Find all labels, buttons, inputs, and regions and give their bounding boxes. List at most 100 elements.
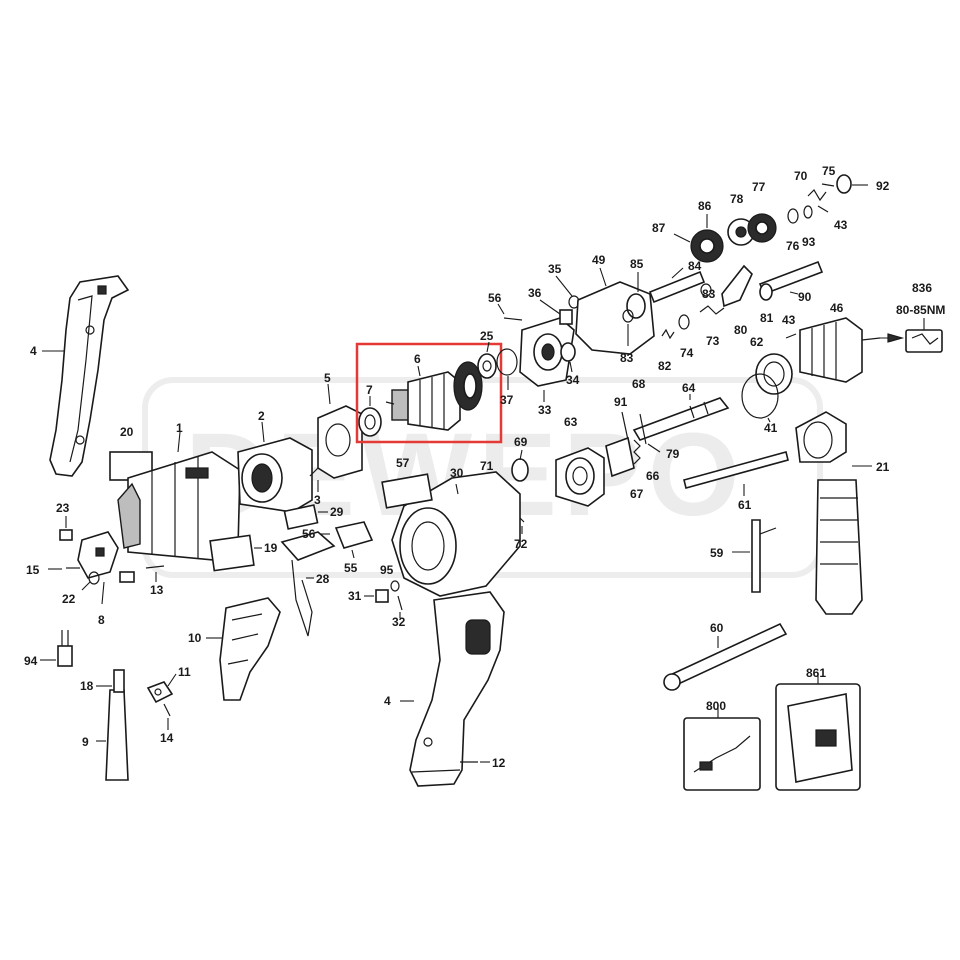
carry-case-part-861: [775, 674, 861, 791]
washer-part-34: [560, 342, 576, 373]
washer-part-25: [477, 341, 497, 379]
gear-part-86: [673, 214, 724, 263]
spring-part-95: [390, 580, 400, 592]
label-81: 81: [760, 311, 774, 325]
label-55: 55: [344, 561, 358, 575]
label-800: 800: [706, 699, 726, 713]
brush-holder-part-23: [59, 516, 73, 541]
label-92: 92: [876, 179, 890, 193]
switch-part-28: [280, 531, 336, 637]
label-35: 35: [548, 262, 562, 276]
label-part-55: [351, 549, 355, 559]
label-66: 66: [646, 469, 660, 483]
washer-part-69: [511, 449, 529, 482]
oring-part-37: [496, 348, 518, 390]
holder-part-67: [605, 436, 635, 478]
clutch-part-836: [905, 318, 943, 353]
screw-part-15: [48, 567, 80, 570]
label-36: 36: [528, 286, 542, 300]
washer-part-83b: [622, 309, 634, 346]
label-29: 29: [330, 505, 344, 519]
label-part-19: [209, 534, 262, 572]
pin-part-79: [647, 443, 661, 453]
label-28: 28: [316, 572, 330, 586]
label-7: 7: [366, 383, 373, 397]
spacer-part-56b: [318, 521, 374, 549]
label-30: 30: [450, 466, 464, 480]
label-94: 94: [24, 654, 38, 668]
torque-spec: 80-85NM: [896, 303, 945, 317]
clamp-part-11: [146, 673, 177, 704]
pin-part-43-mid: [785, 333, 797, 339]
label-11: 11: [178, 665, 191, 679]
spindle-part-64: [632, 394, 730, 441]
gear-part-77: [747, 213, 777, 243]
ring-part-62: [755, 353, 793, 395]
bushing-part-31: [364, 589, 389, 603]
label-71: 71: [480, 459, 494, 473]
gear-part-78: [727, 218, 755, 246]
label-73: 73: [706, 334, 720, 348]
label-23: 23: [56, 501, 70, 515]
label-67: 67: [630, 487, 644, 501]
label-83a: 83: [702, 287, 716, 301]
label-80: 80: [734, 323, 748, 337]
gear-case-part-30: [391, 471, 521, 597]
label-79: 79: [666, 447, 680, 461]
spring-part-66: [633, 439, 641, 465]
label-85: 85: [630, 257, 644, 271]
label-4-bottom: 4: [384, 694, 391, 708]
label-56: 56: [488, 291, 502, 305]
label-46: 46: [830, 301, 844, 315]
clip-part-93: [803, 205, 813, 219]
label-78: 78: [730, 192, 744, 206]
highlight-box: [355, 342, 503, 444]
label-87: 87: [652, 221, 666, 235]
label-91: 91: [614, 395, 628, 409]
label-2: 2: [258, 409, 265, 423]
rod-part-68: [639, 413, 647, 445]
label-18: 18: [80, 679, 94, 693]
label-3: 3: [314, 493, 321, 507]
side-handle-part-21: [795, 411, 872, 615]
field-coil: [237, 421, 313, 513]
label-68: 68: [632, 377, 646, 391]
label-83b: 83: [620, 351, 634, 365]
label-861: 861: [806, 666, 826, 680]
label-62: 62: [750, 335, 764, 349]
label-70: 70: [794, 169, 808, 183]
label-69: 69: [514, 435, 528, 449]
label-93: 93: [802, 235, 816, 249]
label-86: 86: [698, 199, 712, 213]
spring-part-22: [81, 571, 100, 591]
label-59: 59: [710, 546, 724, 560]
screw-part-13: [145, 565, 165, 582]
label-76: 76: [786, 239, 800, 253]
label-1: 1: [176, 421, 183, 435]
washer-part-83a: [700, 283, 712, 297]
label-64: 64: [682, 381, 696, 395]
label-84: 84: [688, 259, 702, 273]
housing-half-left: [42, 275, 130, 477]
brush-assembly-part-8: [77, 531, 135, 605]
label-32: 32: [392, 615, 406, 629]
label-25: 25: [480, 329, 494, 343]
part-labels: 4 20 1 2 3 5 7 6 25 37 33 34 36 35 56 49…: [24, 164, 945, 770]
label-14: 14: [160, 731, 174, 745]
oring-part-41: [741, 373, 779, 423]
spring-part-75: [821, 183, 835, 187]
label-31: 31: [348, 589, 362, 603]
shaft-part-84: [648, 267, 706, 304]
armature-highlight: [355, 342, 503, 444]
label-9: 9: [82, 735, 89, 749]
label-57: 57: [396, 456, 410, 470]
label-72: 72: [514, 537, 528, 551]
ring-part-76: [787, 208, 799, 224]
label-8: 8: [98, 613, 105, 627]
switch-module-part-10: [206, 597, 281, 701]
label-43-top: 43: [834, 218, 848, 232]
chuck-part-46: [799, 317, 905, 383]
pin-part-91: [621, 411, 629, 441]
kit-box-part-800: [683, 708, 761, 791]
